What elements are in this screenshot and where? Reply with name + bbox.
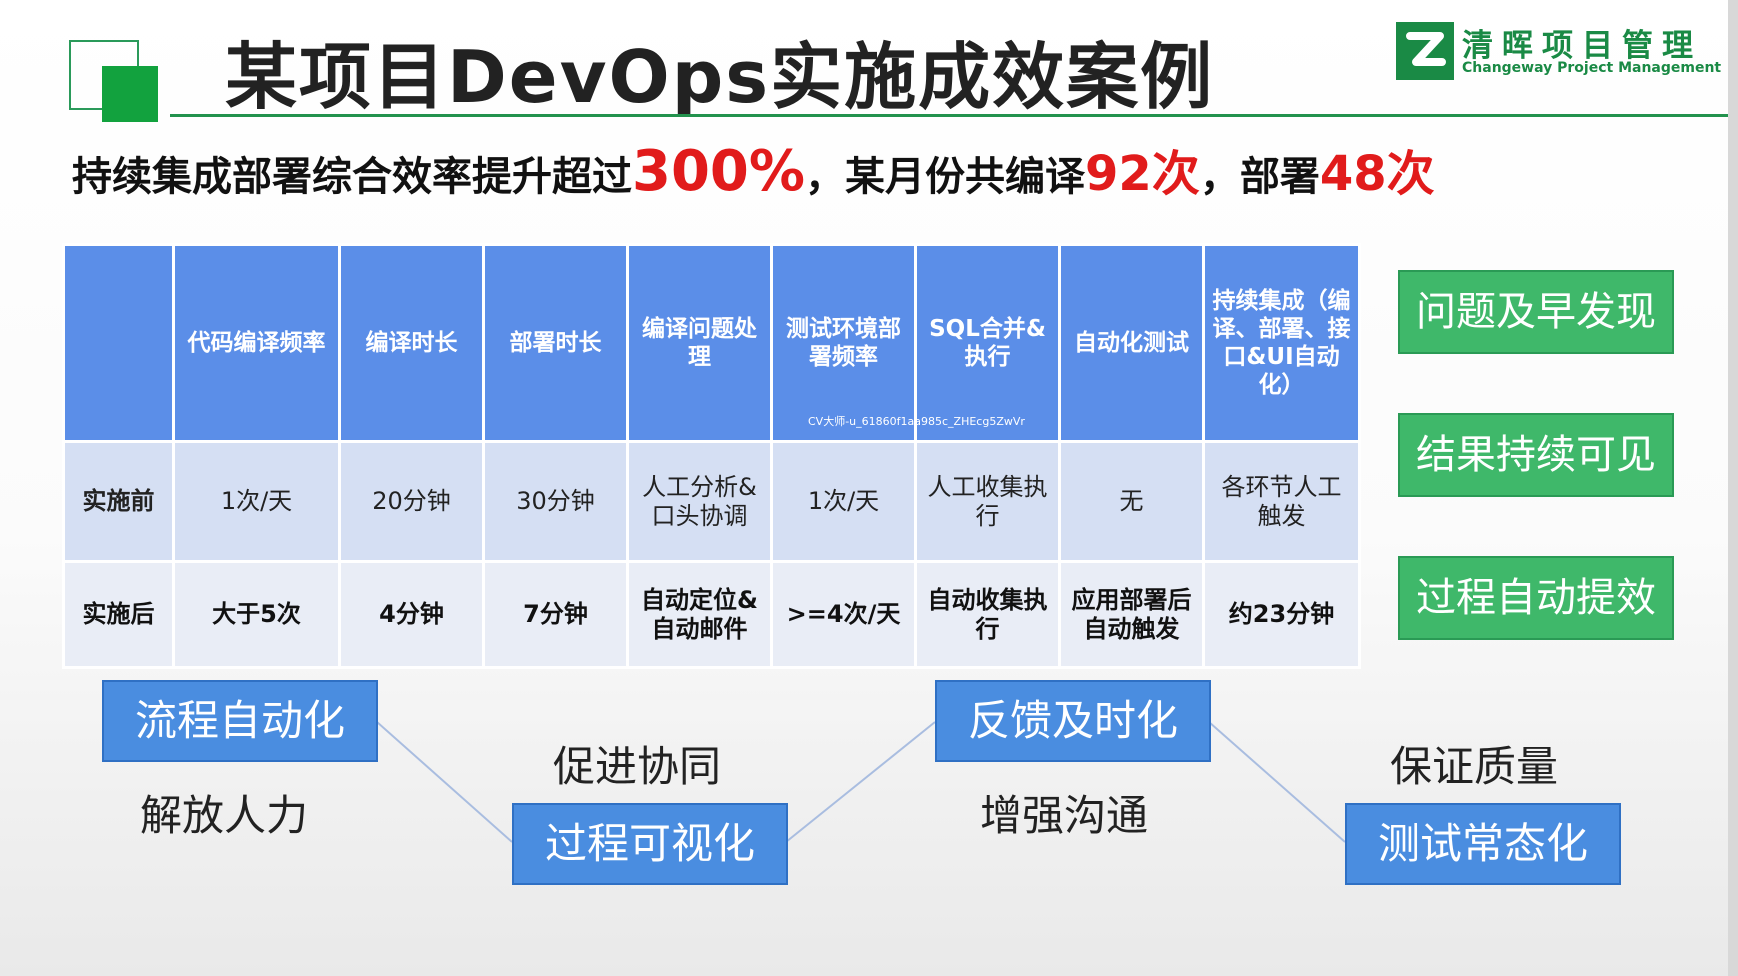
logo-mark-icon — [1396, 22, 1454, 80]
benefit-box-visible-results: 结果持续可见 — [1398, 413, 1674, 497]
table-cell: 1次/天 — [770, 440, 917, 563]
page-title: 某项目DevOps实施成效案例 — [225, 35, 1215, 119]
table-cell: 约23分钟 — [1202, 560, 1361, 669]
header-cell: 测试环境部署频率 — [770, 243, 917, 443]
table-cell: 4分钟 — [338, 560, 485, 669]
table-header-row: 代码编译频率 编译时长 部署时长 编译问题处理 测试环境部署频率 SQL合并&执… — [62, 243, 1361, 443]
row-label: 实施前 — [62, 440, 175, 563]
table-cell: 各环节人工触发 — [1202, 440, 1361, 563]
logo-english-name: Changeway Project Management — [1462, 60, 1722, 76]
flow-box-process-automation: 流程自动化 — [102, 680, 378, 762]
table-cell: 大于5次 — [172, 560, 341, 669]
table-cell: 人工分析&口头协调 — [626, 440, 773, 563]
benefit-box-early-detection: 问题及早发现 — [1398, 270, 1674, 354]
caption-quality: 保证质量 — [1390, 742, 1559, 791]
flow-box-timely-feedback: 反馈及时化 — [935, 680, 1211, 762]
table-cell: 自动收集执行 — [914, 560, 1061, 669]
company-logo: 清晖项目管理 Changeway Project Management — [1396, 20, 1721, 84]
watermark-text: CV大师-u_61860f1aa985c_ZHEcg5ZwVr — [808, 415, 1025, 428]
right-edge-strip — [1728, 0, 1738, 976]
headline: 持续集成部署综合效率提升超过300%，某月份共编译92次，部署48次 — [72, 134, 1435, 204]
header-cell: 编译时长 — [338, 243, 485, 443]
header-cell: 编译问题处理 — [626, 243, 773, 443]
table-cell: 20分钟 — [338, 440, 485, 563]
table-cell: 人工收集执行 — [914, 440, 1061, 563]
headline-value-builds: 92次 — [1085, 146, 1200, 202]
connector-line — [785, 721, 936, 843]
caption-communication: 增强沟通 — [980, 791, 1149, 840]
headline-text-3: ，部署 — [1199, 154, 1320, 200]
header-cell — [62, 243, 175, 443]
header-cell: 代码编译频率 — [172, 243, 341, 443]
logo-chinese-name: 清晖项目管理 — [1462, 28, 1702, 64]
table-cell: 1次/天 — [172, 440, 341, 563]
headline-value-efficiency: 300% — [632, 139, 806, 204]
table-cell: 应用部署后自动触发 — [1058, 560, 1205, 669]
table-cell: >=4次/天 — [770, 560, 917, 669]
row-label: 实施后 — [62, 560, 175, 669]
table-cell: 7分钟 — [482, 560, 629, 669]
flow-box-process-visualization: 过程可视化 — [512, 803, 788, 885]
title-underline — [170, 114, 1738, 117]
headline-text-1: 持续集成部署综合效率提升超过 — [72, 154, 632, 200]
header-cell: 自动化测试 — [1058, 243, 1205, 443]
caption-collaboration: 促进协同 — [553, 742, 722, 791]
corner-square-filled — [102, 66, 158, 122]
table-cell: 自动定位&自动邮件 — [626, 560, 773, 669]
connector-line — [1208, 721, 1346, 843]
benefit-box-automation: 过程自动提效 — [1398, 556, 1674, 640]
header-cell: 持续集成（编译、部署、接口&UI自动化） — [1202, 243, 1361, 443]
table-cell: 30分钟 — [482, 440, 629, 563]
headline-value-deploys: 48次 — [1319, 146, 1435, 202]
table-cell: 无 — [1058, 440, 1205, 563]
connector-line — [376, 721, 513, 843]
flow-box-normalized-testing: 测试常态化 — [1345, 803, 1621, 885]
table-row: 实施后 大于5次 4分钟 7分钟 自动定位&自动邮件 >=4次/天 自动收集执行… — [62, 560, 1361, 669]
comparison-table: 代码编译频率 编译时长 部署时长 编译问题处理 测试环境部署频率 SQL合并&执… — [62, 243, 1361, 669]
table-row: 实施前 1次/天 20分钟 30分钟 人工分析&口头协调 1次/天 人工收集执行… — [62, 440, 1361, 563]
header-cell: SQL合并&执行 — [914, 243, 1061, 443]
caption-free-labor: 解放人力 — [140, 791, 309, 840]
headline-text-2: ，某月份共编译 — [805, 154, 1086, 200]
header-cell: 部署时长 — [482, 243, 629, 443]
